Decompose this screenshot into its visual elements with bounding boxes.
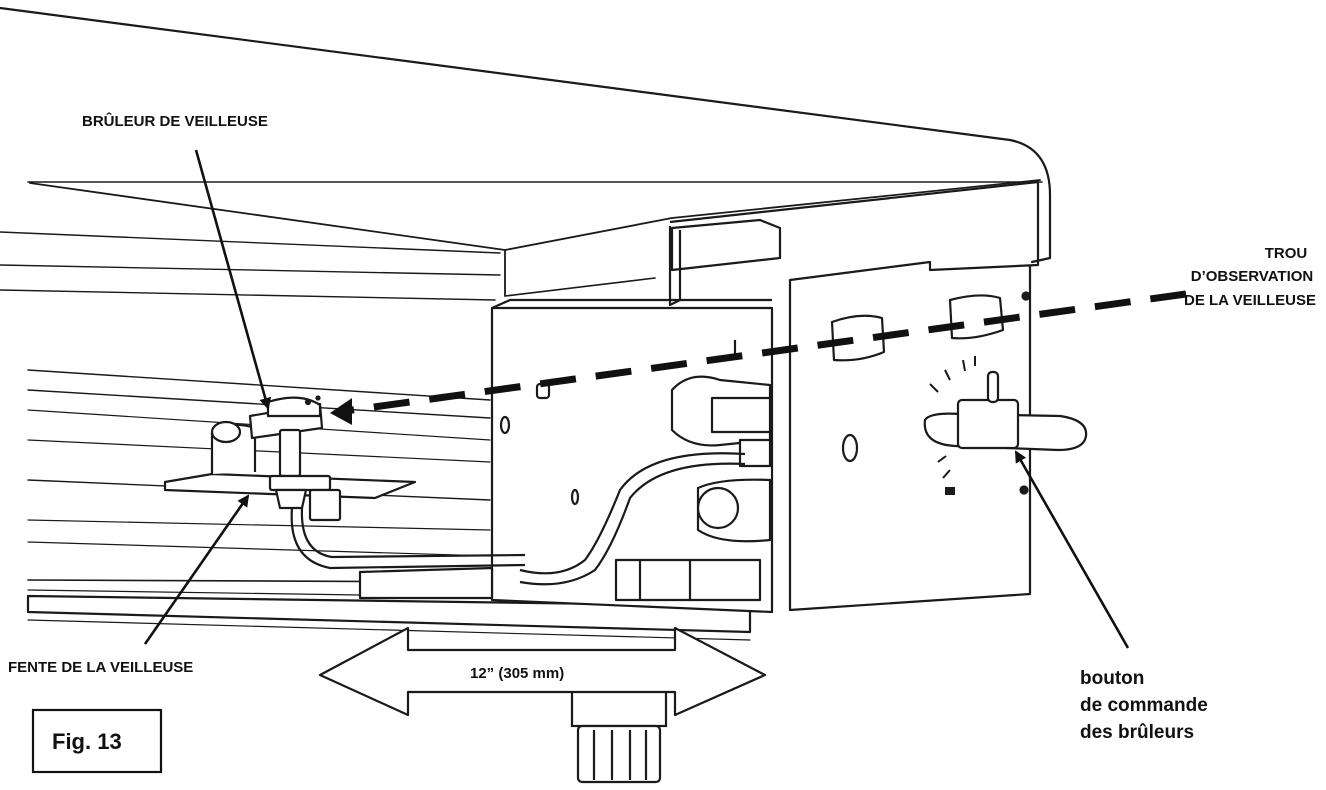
leader-lines: [143, 149, 1130, 649]
pilot-burner-assembly: [163, 395, 417, 522]
pilot-burner-label: BRÛLEUR DE VEILLEUSE: [82, 112, 268, 130]
leg-fitting: [570, 688, 668, 784]
sight-hole-label-line3: DE LA VEILLEUSE: [1184, 292, 1316, 309]
burner-control-knob: [923, 356, 1088, 495]
figure-label-box: Fig. 13: [31, 708, 163, 774]
pilot-gas-tube: [290, 452, 746, 586]
figure-label: Fig. 13: [52, 729, 122, 754]
dimension-label: 12” (305 mm): [470, 665, 564, 682]
sight-line: [330, 290, 1187, 425]
access-panel: [358, 298, 774, 614]
dimension-arrow: [318, 626, 767, 717]
pilot-slot-label: FENTE DE LA VEILLEUSE: [8, 659, 193, 676]
knob-label-line2: de commande: [1080, 695, 1208, 716]
sight-hole-label-line1: TROU: [1265, 245, 1308, 262]
knob-label-line1: bouton: [1080, 668, 1144, 689]
sight-hole-label-line2: D’OBSERVATION: [1191, 268, 1314, 285]
knob-label-line3: des brûleurs: [1080, 722, 1194, 743]
